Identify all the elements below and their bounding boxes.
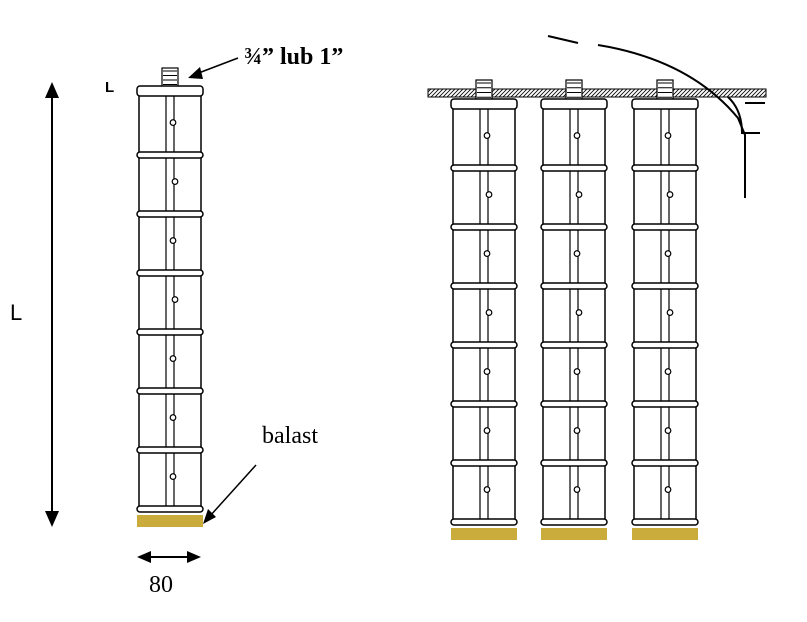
- rivet-dot: [573, 368, 581, 375]
- column-cap: [136, 85, 204, 97]
- rivet-dot: [171, 296, 179, 303]
- rivet-dot: [485, 191, 493, 198]
- ballast-block: [451, 528, 517, 540]
- column-cap: [450, 98, 518, 110]
- width-dimension-arrow: [137, 551, 201, 563]
- ballast-arrow: [203, 464, 257, 524]
- ring: [631, 164, 699, 172]
- column-cap: [631, 98, 699, 110]
- ring: [540, 459, 608, 467]
- width-label: 80: [149, 572, 173, 598]
- column: [450, 79, 518, 540]
- ballast-block: [632, 528, 698, 540]
- ring: [540, 400, 608, 408]
- rivet-dot: [169, 473, 177, 480]
- rivet-dot: [485, 309, 493, 316]
- column-cap: [540, 98, 608, 110]
- ring: [450, 223, 518, 231]
- rivet-dot: [573, 486, 581, 493]
- rivet-dot: [664, 427, 672, 434]
- rivet-dot: [483, 368, 491, 375]
- rivet-dot: [573, 132, 581, 139]
- column: [540, 79, 608, 540]
- length-dimension-arrow: [45, 82, 59, 527]
- rivet-dot: [664, 486, 672, 493]
- rivet-dot: [575, 309, 583, 316]
- ring: [136, 446, 204, 454]
- ring: [631, 341, 699, 349]
- rivet-dot: [666, 309, 674, 316]
- column: [136, 67, 204, 527]
- ring: [631, 518, 699, 526]
- ring: [136, 269, 204, 277]
- rivet-dot: [573, 250, 581, 257]
- rivet-dot: [664, 250, 672, 257]
- ring: [540, 164, 608, 172]
- ballast-label: balast: [262, 423, 318, 449]
- ring: [540, 223, 608, 231]
- ring: [631, 282, 699, 290]
- ballast-block: [541, 528, 607, 540]
- ring: [450, 459, 518, 467]
- top-small-label: L: [105, 79, 114, 96]
- ring: [136, 210, 204, 218]
- ring: [136, 328, 204, 336]
- curved-hook-bracket: [547, 35, 765, 198]
- rivet-dot: [483, 427, 491, 434]
- column-array: [450, 79, 699, 540]
- ring: [450, 282, 518, 290]
- rivet-dot: [483, 486, 491, 493]
- rivet-dot: [483, 132, 491, 139]
- rivet-dot: [573, 427, 581, 434]
- ring: [540, 341, 608, 349]
- ballast-block: [137, 515, 203, 527]
- rivet-dot: [169, 355, 177, 362]
- ring: [450, 341, 518, 349]
- ring: [540, 282, 608, 290]
- ring: [450, 518, 518, 526]
- rivet-dot: [169, 119, 177, 126]
- rivet-dot: [169, 237, 177, 244]
- column: [631, 79, 699, 540]
- rivet-dot: [664, 132, 672, 139]
- support-beam: [427, 88, 767, 98]
- rivet-dot: [483, 250, 491, 257]
- ring: [631, 459, 699, 467]
- ring: [631, 223, 699, 231]
- ring: [450, 164, 518, 172]
- length-label: L: [10, 300, 22, 325]
- ring: [540, 518, 608, 526]
- rivet-dot: [575, 191, 583, 198]
- rivet-dot: [666, 191, 674, 198]
- rivet-dot: [664, 368, 672, 375]
- rivet-dot: [169, 414, 177, 421]
- ring: [136, 505, 204, 513]
- ring: [136, 151, 204, 159]
- thread-arrow: [188, 57, 239, 79]
- single-column-assembly: [136, 67, 204, 527]
- ring: [631, 400, 699, 408]
- ring: [450, 400, 518, 408]
- rivet-dot: [171, 178, 179, 185]
- thread-size-label: ¾” lub 1”: [244, 44, 343, 70]
- ring: [136, 387, 204, 395]
